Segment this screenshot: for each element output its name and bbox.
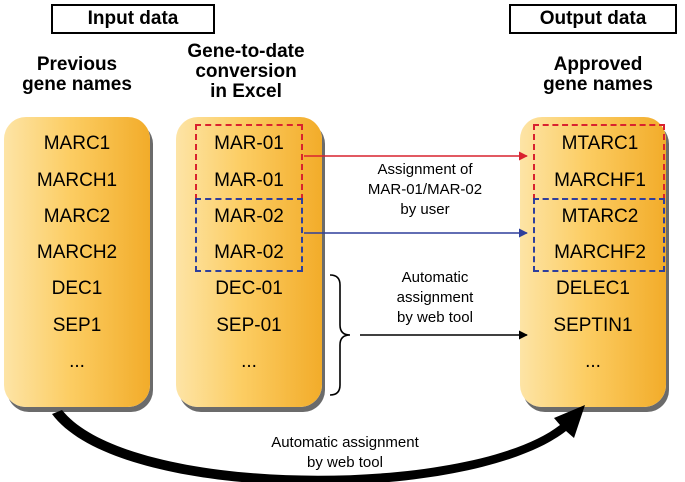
approved-gene-item: MARCHF2 xyxy=(554,242,646,263)
previous-gene-ellipsis: ... xyxy=(69,351,85,372)
heading-line: in Excel xyxy=(210,81,282,102)
heading-line: Approved xyxy=(553,54,643,75)
bottom-assignment-note: Automatic assignment by web tool xyxy=(220,433,470,473)
previous-gene-item: MARCH2 xyxy=(36,242,118,263)
excel-date-item: MAR-02 xyxy=(214,206,284,227)
user-assignment-note: Assignment of MAR-01/MAR-02 by user xyxy=(330,160,520,220)
previous-gene-item: MARCH1 xyxy=(36,170,118,191)
annotation-line: by user xyxy=(400,201,450,218)
excel-date-item: MAR-01 xyxy=(214,133,284,154)
approved-names-panel xyxy=(520,117,666,407)
excel-date-item: MAR-02 xyxy=(214,242,284,263)
annotation-line: Automatic xyxy=(401,269,469,286)
annotation-line: assignment xyxy=(396,289,474,306)
annotation-line: by web tool xyxy=(307,454,383,471)
excel-conversion-panel xyxy=(176,117,322,407)
approved-gene-names-heading: Approved gene names xyxy=(518,55,678,95)
web-tool-assignment-note: Automatic assignment by web tool xyxy=(360,268,510,328)
annotation-line: Automatic assignment xyxy=(271,434,419,451)
excel-date-item: MAR-01 xyxy=(214,170,284,191)
previous-gene-item: MARC1 xyxy=(43,133,111,154)
grouping-brace xyxy=(329,274,351,396)
previous-gene-names-heading: Previous gene names xyxy=(2,55,152,95)
excel-date-item: SEP-01 xyxy=(216,315,282,336)
excel-conversion-heading: Gene-to-date conversion in Excel xyxy=(166,42,326,102)
heading-line: Gene-to-date xyxy=(187,41,305,62)
heading-line: conversion xyxy=(195,61,297,82)
previous-names-panel xyxy=(4,117,150,407)
approved-gene-item: MTARC1 xyxy=(561,133,639,154)
heading-line: gene names xyxy=(22,74,132,95)
annotation-line: Assignment of xyxy=(377,161,473,178)
approved-gene-item: MTARC2 xyxy=(561,206,639,227)
heading-line: Previous xyxy=(36,54,118,75)
blue-dashed-group-output xyxy=(533,198,665,272)
approved-gene-item: DELEC1 xyxy=(556,278,630,299)
previous-gene-item: SEP1 xyxy=(52,315,102,336)
previous-gene-item: DEC1 xyxy=(51,278,103,299)
approved-gene-item: SEPTIN1 xyxy=(553,315,633,336)
approved-gene-ellipsis: ... xyxy=(585,351,601,372)
approved-gene-item: MARCHF1 xyxy=(554,170,646,191)
input-data-label: Input data xyxy=(51,4,215,34)
excel-date-ellipsis: ... xyxy=(241,351,257,372)
output-data-label: Output data xyxy=(509,4,677,34)
annotation-line: MAR-01/MAR-02 xyxy=(367,181,483,198)
heading-line: gene names xyxy=(543,74,653,95)
excel-date-item: DEC-01 xyxy=(215,278,283,299)
blue-dashed-group-input xyxy=(195,198,303,272)
annotation-line: by web tool xyxy=(397,309,473,326)
previous-gene-item: MARC2 xyxy=(43,206,111,227)
